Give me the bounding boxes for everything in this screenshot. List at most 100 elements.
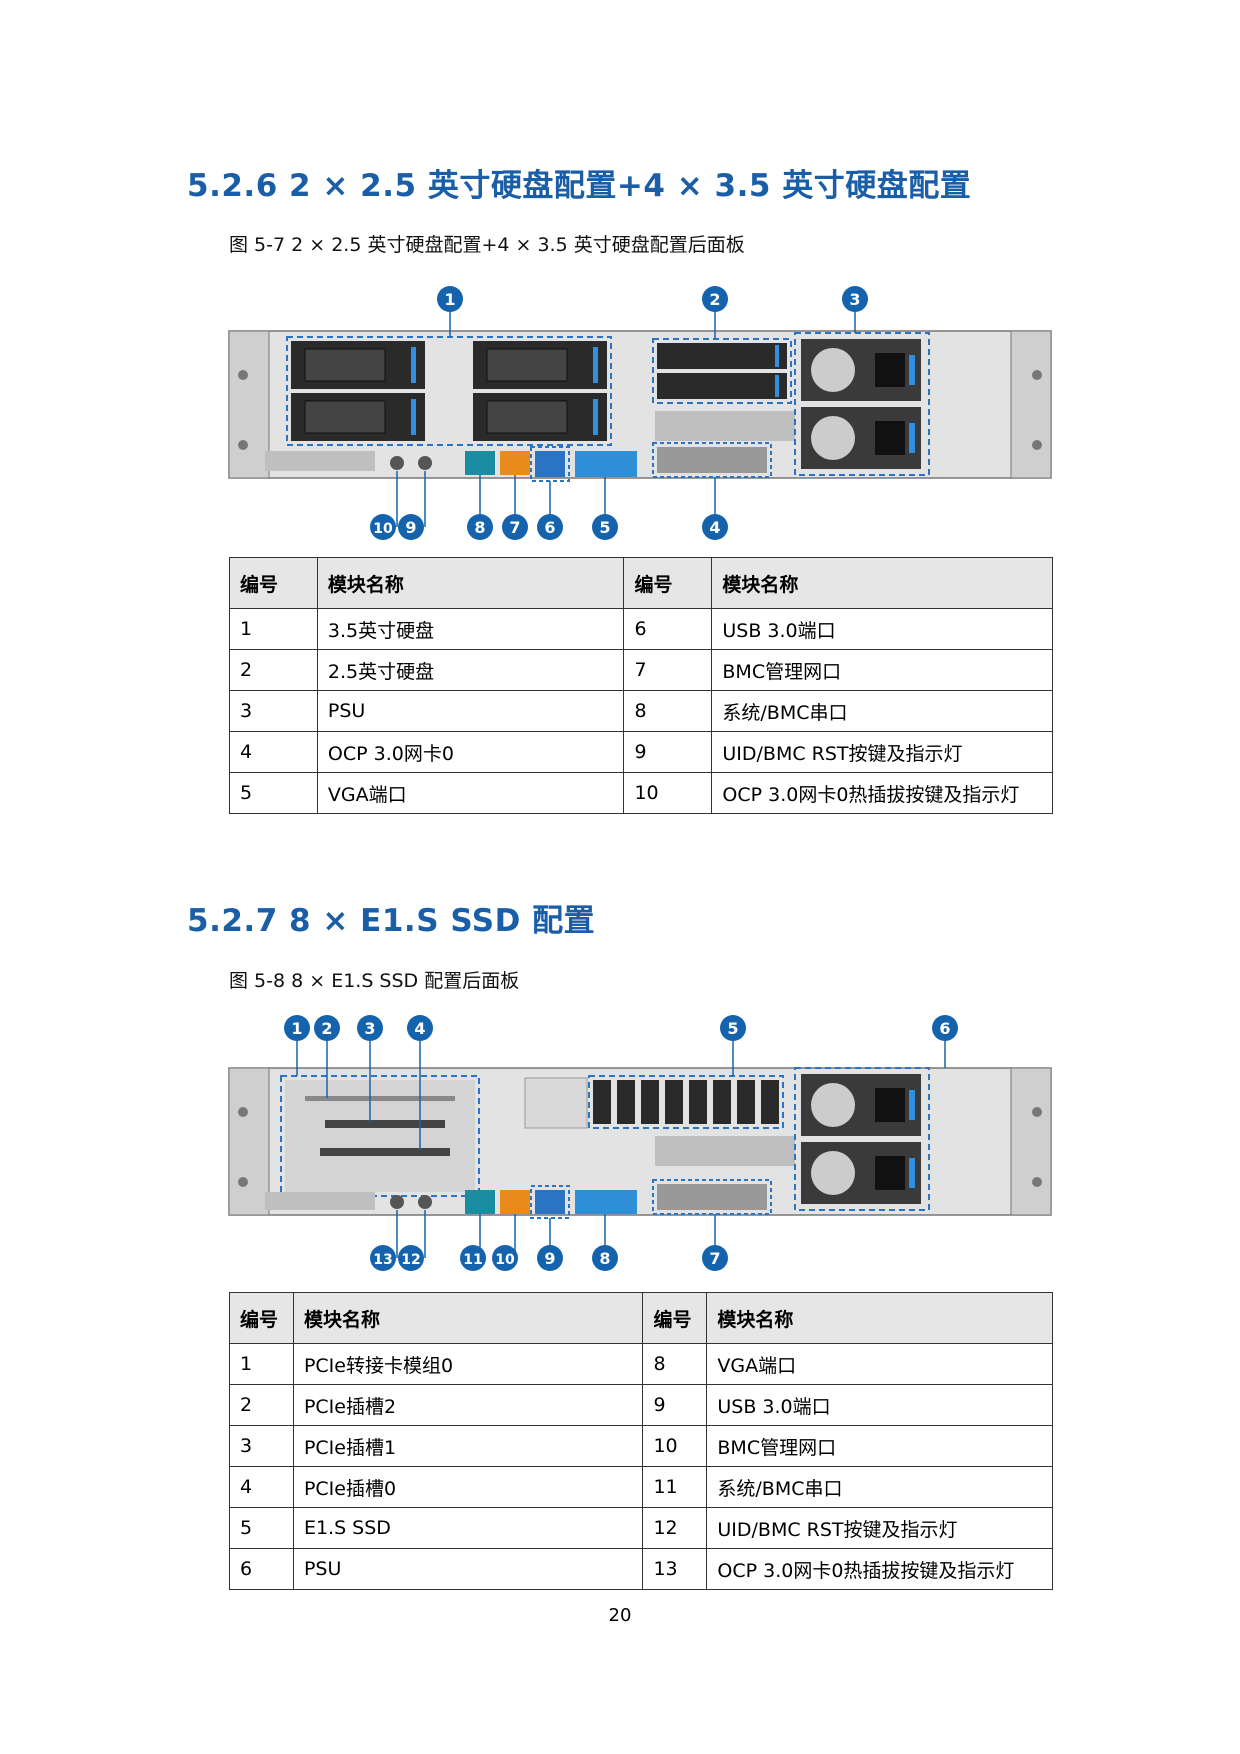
callout-7: 7 [502, 514, 528, 540]
e1s-ssd[interactable] [641, 1080, 659, 1124]
serial-port[interactable] [465, 1190, 495, 1214]
table-cell: 6 [229, 1548, 294, 1590]
table-cell: 2 [229, 649, 318, 691]
header-module-name: 模块名称 [706, 1292, 1053, 1344]
svg-text:10: 10 [495, 1252, 515, 1268]
vga-port[interactable] [575, 1190, 637, 1214]
hdd-bay[interactable] [291, 341, 425, 389]
module-table-5-7: 编号 模块名称 编号 模块名称 1 3.5英寸硬盘 6 USB 3.0端口 2 … [229, 557, 1053, 814]
callout-4: 4 [702, 514, 728, 540]
table-cell: 10 [623, 772, 713, 814]
uid-button[interactable] [418, 456, 432, 470]
svg-text:7: 7 [509, 518, 520, 537]
table-cell: 9 [623, 731, 713, 773]
table-cell: PSU [316, 690, 625, 732]
callout-5: 5 [592, 514, 618, 540]
vent-grill [265, 1136, 795, 1210]
rear-panel-figure-5-7: 1 2 3 10 9 8 7 6 5 4 [228, 286, 1052, 540]
callout-6: 6 [932, 1015, 958, 1041]
svg-text:1: 1 [444, 290, 455, 309]
svg-text:1: 1 [291, 1019, 302, 1038]
header-module-name: 模块名称 [292, 1292, 644, 1344]
table-row: 6 PSU 13 OCP 3.0网卡0热插拔按键及指示灯 [229, 1548, 1053, 1590]
hot-plug-button[interactable] [390, 1195, 404, 1209]
table-row: 5 E1.S SSD 12 UID/BMC RST按键及指示灯 [229, 1507, 1053, 1549]
table-cell: 4 [229, 731, 318, 773]
pcie-slot-1[interactable] [325, 1120, 445, 1128]
svg-text:13: 13 [373, 1252, 392, 1268]
pcie-slot-2[interactable] [305, 1096, 455, 1101]
ocp-nic[interactable] [652, 1179, 772, 1215]
callout-1: 1 [284, 1015, 310, 1041]
figure-caption-5-8: 图 5-8 8 × E1.S SSD 配置后面板 [229, 970, 520, 992]
bmc-management-port[interactable] [500, 451, 530, 475]
hot-plug-button[interactable] [390, 456, 404, 470]
serial-port[interactable] [465, 451, 495, 475]
callout-11: 11 [460, 1245, 486, 1271]
svg-text:5: 5 [727, 1019, 738, 1038]
e1s-ssd[interactable] [593, 1080, 611, 1124]
ssd-bay[interactable] [657, 343, 787, 369]
vent-grill [265, 411, 795, 471]
pcie-slot-0[interactable] [320, 1148, 450, 1156]
hdd-3-5-bays [286, 336, 612, 446]
e1s-ssd[interactable] [689, 1080, 707, 1124]
e1s-ssd[interactable] [761, 1080, 779, 1124]
table-cell: 5 [229, 1507, 294, 1549]
table-cell: 4 [229, 1466, 294, 1508]
table-cell: 6 [623, 608, 713, 650]
ssd-bay[interactable] [657, 373, 787, 399]
svg-text:9: 9 [544, 1249, 555, 1268]
callout-2: 2 [702, 286, 728, 312]
callout-10: 10 [492, 1245, 518, 1271]
header-number: 编号 [229, 557, 318, 609]
callout-13: 13 [370, 1245, 396, 1271]
table-cell: UID/BMC RST按键及指示灯 [706, 1507, 1053, 1549]
header-module-name: 模块名称 [316, 557, 625, 609]
e1s-ssd[interactable] [737, 1080, 755, 1124]
e1s-ssd[interactable] [617, 1080, 635, 1124]
rear-panel-figure-5-8: 1 2 3 4 5 6 13 12 11 10 9 8 7 [228, 1015, 1052, 1271]
callout-3: 3 [357, 1015, 383, 1041]
callout-9: 9 [537, 1245, 563, 1271]
hdd-bay[interactable] [291, 393, 425, 441]
table-cell: 9 [642, 1384, 708, 1426]
svg-text:11: 11 [463, 1252, 482, 1268]
table-cell: PCIe转接卡模组0 [292, 1343, 644, 1385]
table-cell: 2 [229, 1384, 294, 1426]
header-number: 编号 [623, 557, 713, 609]
table-cell: USB 3.0端口 [711, 608, 1053, 650]
callout-4: 4 [407, 1015, 433, 1041]
usb-ports[interactable] [530, 446, 570, 482]
hdd-bay[interactable] [473, 393, 607, 441]
uid-button[interactable] [418, 1195, 432, 1209]
callout-7: 7 [702, 1245, 728, 1271]
table-row: 5 VGA端口 10 OCP 3.0网卡0热插拔按键及指示灯 [229, 772, 1053, 814]
callout-9: 9 [398, 514, 424, 540]
callout-10: 10 [370, 514, 396, 540]
section-heading-5-2-6: 5.2.6 2 × 2.5 英寸硬盘配置+4 × 3.5 英寸硬盘配置 [187, 168, 972, 204]
psu[interactable] [801, 407, 921, 469]
callout-8: 8 [592, 1245, 618, 1271]
psu[interactable] [801, 1074, 921, 1136]
table-row: 3 PCIe插槽1 10 BMC管理网口 [229, 1425, 1053, 1467]
bmc-management-port[interactable] [500, 1190, 530, 1214]
table-cell: E1.S SSD [292, 1507, 644, 1549]
e1s-ssd[interactable] [713, 1080, 731, 1124]
table-cell: 3.5英寸硬盘 [316, 608, 625, 650]
svg-text:2: 2 [709, 290, 720, 309]
psu-bays [794, 332, 930, 476]
table-cell: 5 [229, 772, 318, 814]
callout-1: 1 [437, 286, 463, 312]
vga-port[interactable] [575, 451, 637, 477]
psu[interactable] [801, 1142, 921, 1204]
usb-ports[interactable] [530, 1185, 570, 1219]
ocp-nic[interactable] [652, 442, 772, 478]
svg-text:10: 10 [373, 521, 393, 537]
psu[interactable] [801, 339, 921, 401]
e1s-ssd[interactable] [665, 1080, 683, 1124]
svg-text:6: 6 [939, 1019, 950, 1038]
hdd-bay[interactable] [473, 341, 607, 389]
table-cell: 11 [642, 1466, 708, 1508]
table-row: 4 OCP 3.0网卡0 9 UID/BMC RST按键及指示灯 [229, 731, 1053, 773]
